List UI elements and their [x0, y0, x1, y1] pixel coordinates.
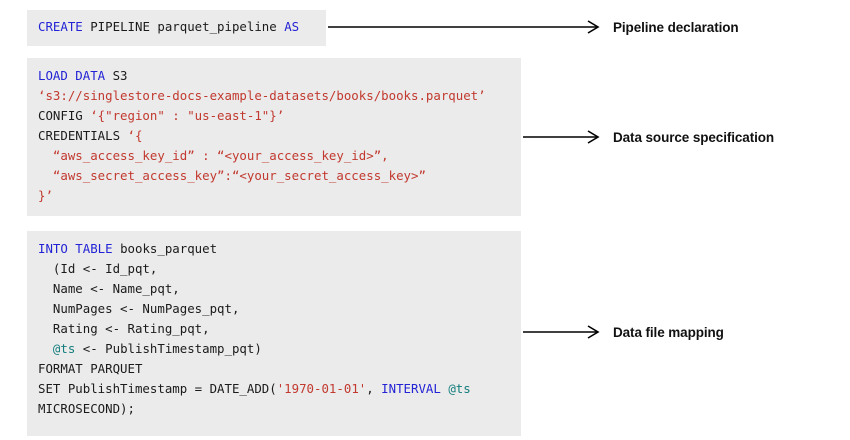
- code-line: Name <- Name_pqt,: [38, 279, 511, 299]
- code-token-pl: FORMAT PARQUET: [38, 361, 143, 376]
- code-line: “aws_access_key_id” : “<your_access_key_…: [38, 146, 511, 166]
- code-line: Rating <- Rating_pqt,: [38, 319, 511, 339]
- code-line: ‘s3://singlestore-docs-example-datasets/…: [38, 86, 511, 106]
- code-line: CREATE PIPELINE parquet_pipeline AS: [38, 17, 316, 37]
- code-token-pl: books_parquet: [112, 241, 218, 256]
- code-token-kw: CREATE: [38, 19, 83, 34]
- code-line: (Id <- Id_pqt,: [38, 259, 511, 279]
- code-line: @ts <- PublishTimestamp_pqt): [38, 339, 511, 359]
- code-line: FORMAT PARQUET: [38, 359, 511, 379]
- callout-label-data-source-specification: Data source specification: [613, 130, 775, 145]
- code-token-pl: (Id <- Id_pqt,: [38, 261, 158, 276]
- code-token-str: “aws_secret_access_key”:“<your_secret_ac…: [38, 168, 426, 183]
- code-line: }’: [38, 186, 511, 206]
- code-token-pl: <- PublishTimestamp_pqt): [75, 341, 262, 356]
- code-token-pl: MICROSECOND);: [38, 401, 135, 416]
- code-line: INTO TABLE books_parquet: [38, 239, 511, 259]
- code-token-str: }’: [38, 188, 53, 203]
- code-line: NumPages <- NumPages_pqt,: [38, 299, 511, 319]
- code-line: “aws_secret_access_key”:“<your_secret_ac…: [38, 166, 511, 186]
- code-token-kw: LOAD DATA: [38, 68, 106, 83]
- code-block-data-file-mapping: INTO TABLE books_parquet (Id <- Id_pqt, …: [27, 231, 521, 436]
- code-block-pipeline-declaration: CREATE PIPELINE parquet_pipeline AS: [27, 10, 326, 46]
- code-line: MICROSECOND);: [38, 399, 511, 419]
- code-token-pl: NumPages <- NumPages_pqt,: [38, 301, 240, 316]
- arrow-data-file-mapping: [523, 325, 600, 339]
- code-token-pl: PIPELINE parquet_pipeline: [82, 19, 285, 34]
- code-token-var: @ts: [52, 341, 76, 356]
- code-token-str: ‘{"region" : "us-east-1"}’: [90, 108, 285, 123]
- arrow-data-source-specification: [523, 130, 600, 144]
- code-token-kw: INTO TABLE: [38, 241, 113, 256]
- code-token-kw: AS: [284, 19, 300, 34]
- code-line: CONFIG ‘{"region" : "us-east-1"}’: [38, 106, 511, 126]
- code-token-str: “aws_access_key_id” : “<your_access_key_…: [38, 148, 389, 163]
- code-token-kw: INTERVAL: [381, 381, 441, 396]
- code-token-str: '1970-01-01': [276, 381, 367, 396]
- code-block-data-source-specification: LOAD DATA S3 ‘s3://singlestore-docs-examp…: [27, 58, 521, 216]
- code-token-var: @ts: [448, 381, 471, 396]
- callout-label-pipeline-declaration: Pipeline declaration: [613, 20, 739, 35]
- callout-label-data-file-mapping: Data file mapping: [613, 325, 724, 340]
- code-token-pl: S3: [105, 68, 128, 83]
- code-token-pl: Name <- Name_pqt,: [38, 281, 180, 296]
- code-line: LOAD DATA S3: [38, 66, 511, 86]
- code-token-pl: Rating <- Rating_pqt,: [38, 321, 210, 336]
- code-token-pl: ,: [366, 381, 382, 396]
- code-token-str: ‘s3://singlestore-docs-example-datasets/…: [38, 88, 486, 103]
- code-line: SET PublishTimestamp = DATE_ADD('1970-01…: [38, 379, 511, 399]
- code-token-pl: CONFIG: [38, 108, 91, 123]
- code-line: CREDENTIALS ‘{: [38, 126, 511, 146]
- code-token-pl: CREDENTIALS: [38, 128, 128, 143]
- code-token-pl: SET PublishTimestamp = DATE_ADD(: [38, 381, 277, 396]
- code-token-str: ‘{: [127, 128, 143, 143]
